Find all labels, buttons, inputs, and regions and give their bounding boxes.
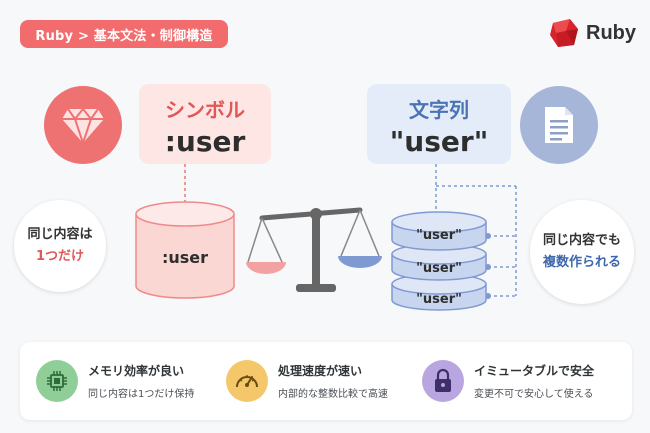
- string-note-line2: 複数作られる: [542, 255, 621, 270]
- symbol-cylinder: [135, 201, 235, 299]
- string-stack-label: "user": [416, 261, 462, 276]
- symbol-card: シンボル :user: [139, 84, 271, 164]
- feature-title: メモリ効率が良い: [88, 364, 185, 378]
- logo-text: Ruby: [586, 21, 636, 44]
- balance-scale-icon: [246, 207, 382, 292]
- feature-icon-bg: [422, 360, 464, 402]
- symbol-note-line2: 1つだけ: [35, 249, 85, 264]
- string-note: 同じ内容でも 複数作られる: [530, 200, 634, 304]
- symbol-cylinder-label: :user: [161, 248, 209, 267]
- ruby-logo: Ruby: [548, 14, 644, 52]
- string-stack: [391, 211, 487, 311]
- breadcrumb: Ruby > 基本文法・制御構造: [20, 20, 228, 48]
- features-panel: [20, 342, 632, 420]
- feature-subtitle: 変更不可で安心して使える: [474, 389, 594, 400]
- symbol-literal: :user: [164, 125, 246, 158]
- feature-title: 処理速度が速い: [278, 364, 363, 378]
- string-literal: "user": [389, 125, 489, 158]
- document-icon: [545, 107, 573, 143]
- string-stack-label: "user": [416, 228, 462, 243]
- gem-icon: [62, 107, 104, 145]
- string-note-line1: 同じ内容でも: [542, 233, 621, 248]
- string-title: 文字列: [409, 98, 469, 122]
- symbol-note: 同じ内容は 1つだけ: [14, 200, 106, 292]
- chip-icon: [47, 371, 67, 391]
- feature-subtitle: 内部的な整数比較で高速: [278, 389, 388, 400]
- symbol-title: シンボル: [165, 98, 245, 122]
- feature-icon-bg: [36, 360, 78, 402]
- feature-immutable: イミュータブルで安全 変更不可で安心して使える: [422, 352, 622, 410]
- string-card: 文字列 "user": [367, 84, 511, 164]
- speedometer-icon: [236, 375, 258, 388]
- symbol-note-line1: 同じ内容は: [27, 227, 93, 242]
- comparison-illustration: [135, 164, 517, 311]
- feature-memory: メモリ効率が良い 同じ内容は1つだけ保持: [36, 352, 226, 410]
- ruby-gem-icon: [550, 19, 578, 47]
- lock-icon: [435, 368, 451, 392]
- feature-icon-bg: [226, 360, 268, 402]
- document-badge: [520, 86, 598, 164]
- feature-title: イミュータブルで安全: [474, 364, 595, 378]
- ruby-gem-badge: [44, 86, 122, 164]
- feature-subtitle: 同じ内容は1つだけ保持: [88, 389, 195, 400]
- string-stack-label: "user": [416, 292, 462, 307]
- feature-speed: 処理速度が速い 内部的な整数比較で高速: [226, 352, 416, 410]
